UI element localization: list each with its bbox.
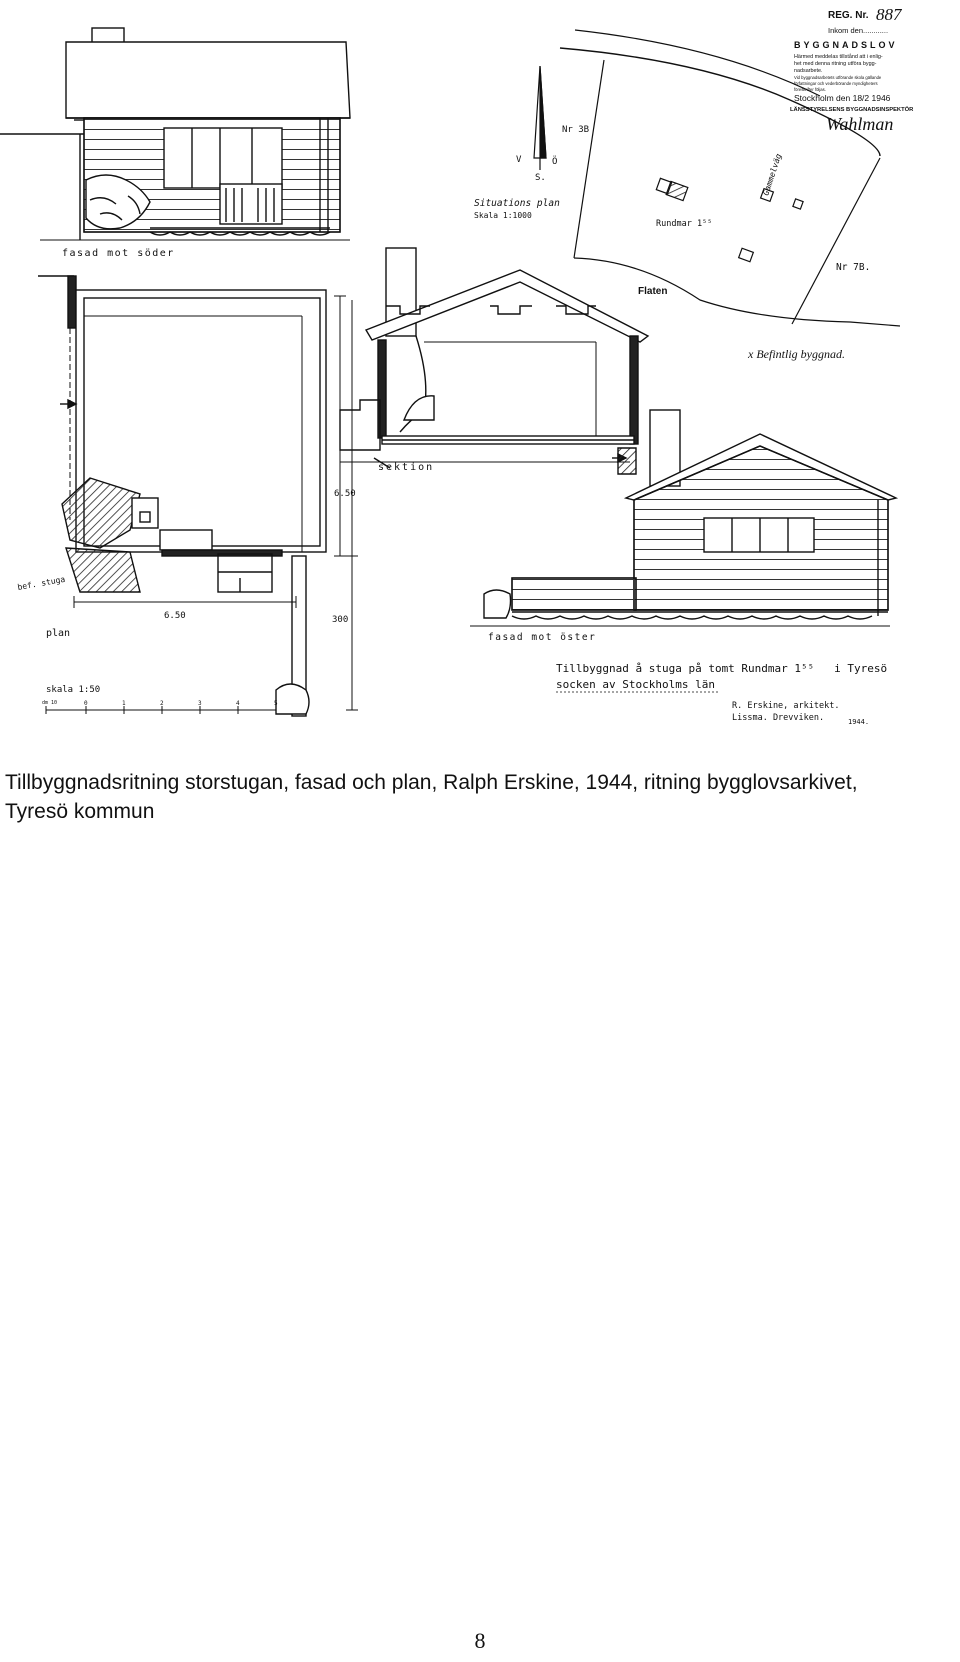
architectural-drawing: fasad mot söder REG. Nr. 887 Inkom den..… (0, 5, 914, 726)
title-block-year: 1944. (848, 718, 869, 726)
stamp-signature: Wahlman (826, 114, 893, 134)
title-block-line2: socken av Stockholms län (556, 678, 715, 691)
facade-south-elevation (0, 27, 351, 241)
plan-label: plan (46, 628, 70, 639)
stamp-text-line: Härmed meddelas tillstånd att i enlig- (794, 53, 883, 60)
scale-tick-label: 1 (122, 700, 126, 707)
title-block: Tillbyggnad å stuga på tomt Rundmar 1⁵⁵ … (556, 662, 887, 726)
plan-dimension-300: 300 (332, 615, 348, 625)
situation-legend: x Befintlig byggnad. (747, 347, 845, 361)
scale-label: skala 1:50 (46, 685, 100, 695)
figure-caption: Tillbyggnadsritning storstugan, fasad oc… (5, 771, 858, 823)
stamp-text-line: het med denna ritning utföra bygg- (794, 61, 877, 67)
stamp-text-line: föreskrifter följas. (794, 87, 826, 92)
plan-dimension-vertical: 6.50 (334, 489, 356, 499)
facade-east-elevation (470, 409, 899, 627)
situation-water-label: Flaten (638, 286, 667, 297)
north-arrow-v: V (516, 155, 522, 165)
scale-tick-label: 3 (198, 700, 202, 707)
title-block-line1: Tillbyggnad å stuga på tomt Rundmar 1⁵⁵ … (556, 662, 887, 675)
north-arrow (533, 65, 547, 170)
stamp-text-line: författningar och vederbörande myndighet… (794, 81, 878, 86)
title-block-architect: R. Erskine, arkitekt. (732, 701, 839, 711)
situation-neighbor-south: Nr 7B. (836, 262, 870, 273)
plan-existing-cottage: bef. stuga (17, 575, 66, 592)
situation-lot-label: Rundmar 1⁵⁵ (656, 219, 712, 229)
title-block-address: Lissma. Drevviken. (732, 713, 824, 723)
stamp-reg-label: REG. Nr. (828, 10, 869, 21)
stamp-authority: LÄNSSTYRELSENS BYGGNADSINSPEKTÖR (790, 106, 914, 113)
stamp-title: BYGGNADSLOV (794, 40, 898, 50)
stamp-text-line: nadsarbete. (794, 68, 822, 74)
situation-plan-scale: Skala 1:1000 (474, 211, 532, 220)
stamp-place-date: Stockholm den 18/2 1946 (794, 93, 891, 103)
stamp-reg-number: 887 (876, 5, 903, 24)
facade-south-label: fasad mot söder (62, 248, 175, 259)
scale-tick-label: 5 (274, 700, 278, 707)
situation-neighbor-north: Nr 3B (562, 125, 589, 135)
situation-plan-site (559, 29, 901, 327)
page-number: 8 (474, 1628, 486, 1653)
facade-east-label: fasad mot öster (488, 632, 596, 643)
stamp-inkom: Inkom den............ (828, 26, 888, 35)
north-arrow-s: S. (535, 173, 546, 183)
scale-tick-label: 2 (160, 700, 164, 707)
scale-bar (45, 706, 277, 714)
stamp-text-line: Vid byggnadsarbetets utförande skola gäl… (794, 75, 882, 80)
section-label: sektion (378, 462, 434, 473)
section-drawing (339, 247, 650, 475)
plan-dimension-horizontal: 6.50 (164, 611, 186, 621)
situation-road-label: Gammelväg (761, 152, 783, 196)
building-permit-stamp: REG. Nr. 887 Inkom den............ BYGGN… (790, 5, 914, 134)
scale-tick-label: 4 (236, 700, 240, 707)
north-arrow-o: Ö (552, 156, 557, 167)
situation-plan-title: Situations plan (474, 198, 560, 209)
floor-plan (38, 275, 358, 717)
scale-tick-label: dm 10 (42, 700, 57, 706)
scale-tick-label: 0 (84, 700, 88, 707)
